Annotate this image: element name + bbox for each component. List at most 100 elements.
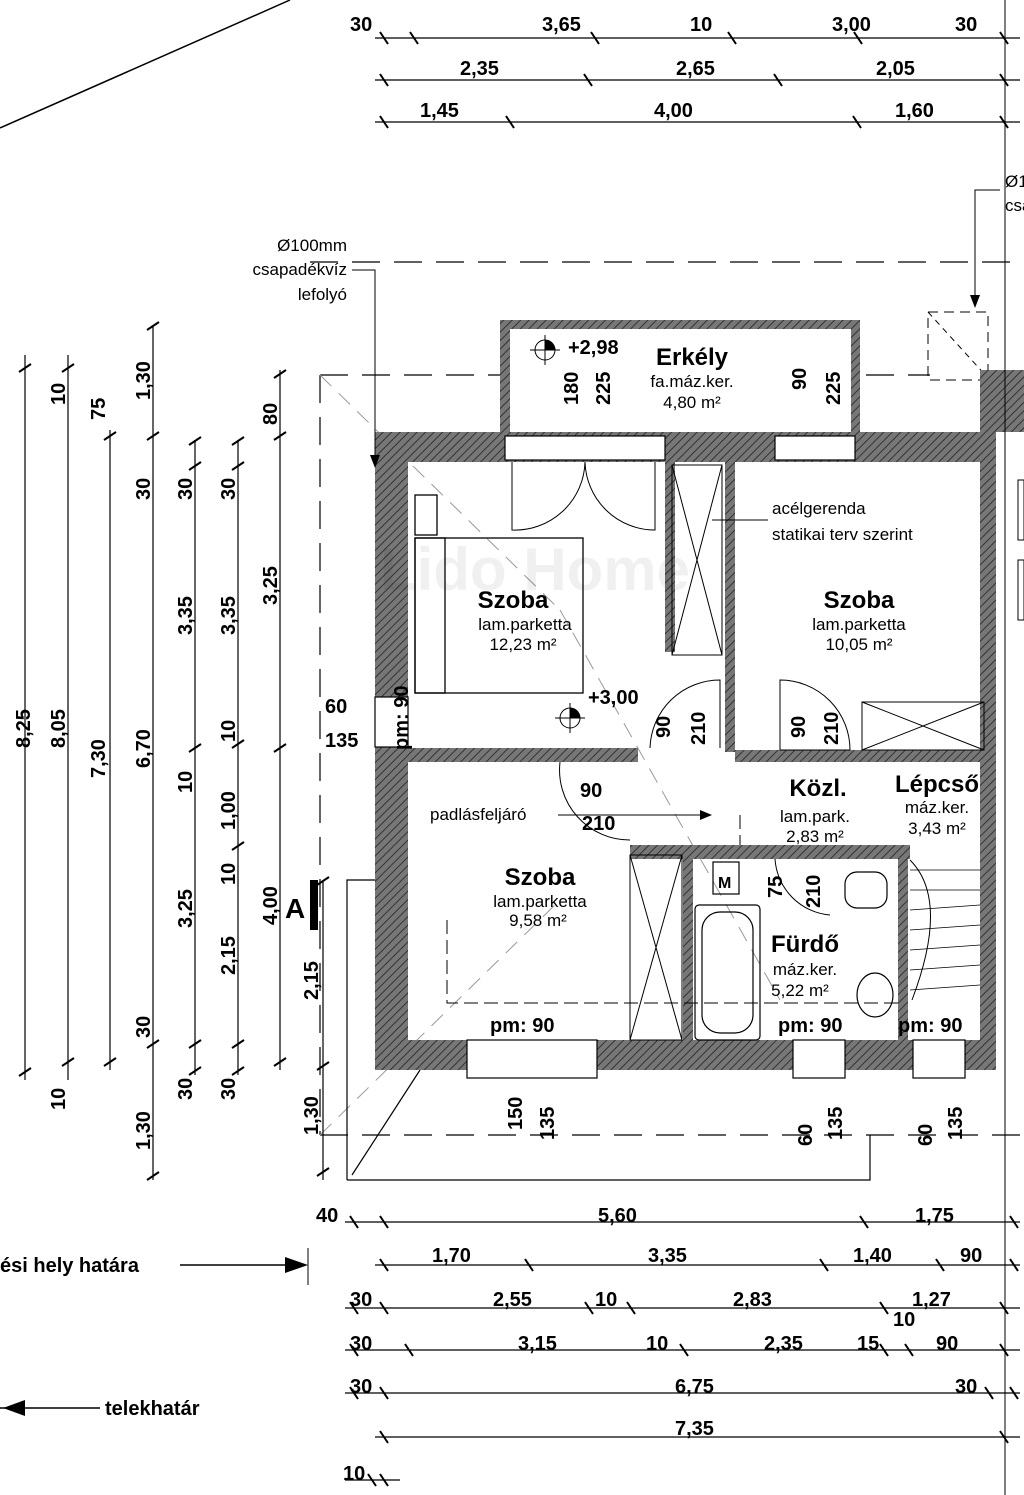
- opening-dim: pm: 90: [898, 1015, 962, 1037]
- dim-value: 10: [175, 771, 197, 793]
- terrace-outline: [346, 879, 871, 1181]
- beam-line-2: statikai terv szerint: [772, 525, 913, 544]
- opening-labels: 180 225 90 225 60 135 pm: 90 90 210 90 2…: [325, 368, 967, 1146]
- opening-dim: 135: [825, 1107, 847, 1140]
- opening-dim: 135: [537, 1107, 559, 1140]
- dim-value: 1,30: [301, 1096, 323, 1135]
- room-szoba-1: Szoba lam.parketta 12,23 m²: [478, 587, 573, 654]
- dim-value: 30: [218, 478, 240, 500]
- drain-note-right: Ø1 csa: [1005, 172, 1024, 215]
- opening-dim: 210: [582, 813, 615, 835]
- level-room: +3,00: [588, 687, 639, 709]
- dim-value: 7,35: [675, 1418, 714, 1440]
- room-name: Fürdő: [771, 931, 839, 958]
- room-area: 4,80 m²: [663, 393, 721, 412]
- opening-dim: 210: [821, 712, 843, 745]
- opening-dim: 75: [765, 876, 787, 898]
- drain-right-line-2: csa: [1005, 196, 1024, 215]
- room-surface: fa.máz.ker.: [650, 372, 733, 391]
- opening-dim: pm: 90: [778, 1015, 842, 1037]
- level-marker-balcony: +2,98: [530, 335, 619, 365]
- balcony: [500, 320, 860, 432]
- dim-value: 1,30: [133, 1111, 155, 1150]
- room-surface: lam.park.: [780, 807, 850, 826]
- dim-value: 3,00: [832, 14, 871, 36]
- opening-dim: 90: [789, 368, 811, 390]
- dim-value: 30: [175, 478, 197, 500]
- drain-line-3: lefolyó: [298, 285, 347, 304]
- opening-dim: 210: [688, 712, 710, 745]
- dim-value: 3,25: [175, 889, 197, 928]
- dim-value: 10: [343, 1463, 365, 1485]
- dim-value: 4,00: [654, 100, 693, 122]
- opening-dim: 135: [945, 1107, 967, 1140]
- door-swings: [511, 461, 851, 916]
- dim-ticks-horizontal: [349, 31, 1019, 1487]
- dim-value: 10: [646, 1333, 668, 1355]
- dim-value: 2,35: [460, 58, 499, 80]
- dim-text-top: 30 3,65 10 3,00 30 2,35 2,65 2,05 1,45 4…: [350, 14, 977, 122]
- dim-value: 30: [350, 1289, 372, 1311]
- plot-limit-label: telekhatár: [105, 1398, 200, 1420]
- room-surface: lam.parketta: [493, 892, 587, 911]
- dim-value: 30: [350, 1333, 372, 1355]
- opening-dim: pm: 90: [391, 686, 413, 750]
- drain-line-1: Ø100mm: [277, 236, 347, 255]
- opening-dim: 90: [653, 716, 675, 738]
- room-surface: máz.ker.: [773, 960, 837, 979]
- room-area: 3,43 m²: [908, 819, 966, 838]
- dim-value: 30: [955, 1376, 977, 1398]
- dim-value: 30: [218, 1078, 240, 1100]
- drain-right-line-1: Ø1: [1005, 172, 1024, 191]
- dim-value: 1,70: [432, 1245, 471, 1267]
- level-marker-room: +3,00: [555, 687, 639, 733]
- dim-value: 3,35: [175, 596, 197, 635]
- opening-dim: 90: [580, 780, 602, 802]
- dim-value: 75: [88, 398, 110, 420]
- dim-value: 10: [893, 1309, 915, 1331]
- dim-lines-horizontal: [345, 37, 1020, 1481]
- dim-value: 2,65: [676, 58, 715, 80]
- room-area: 12,23 m²: [489, 635, 556, 654]
- opening-dim: pm: 90: [490, 1015, 554, 1037]
- dim-value: 1,60: [895, 100, 934, 122]
- dim-value: 6,70: [133, 729, 155, 768]
- dim-lines-vertical: [24, 325, 324, 1180]
- dim-value: 8,05: [48, 709, 70, 748]
- room-erkely: Erkély fa.máz.ker. 4,80 m²: [650, 344, 733, 412]
- dim-value: 10: [690, 14, 712, 36]
- dim-value: 2,15: [301, 961, 323, 1000]
- dim-ticks-vertical: [18, 321, 330, 1181]
- dim-value: 1,45: [420, 100, 459, 122]
- room-name: Lépcső: [895, 771, 979, 798]
- opening-dim: 60: [795, 1124, 817, 1146]
- dim-value: 4,00: [260, 886, 282, 925]
- dim-value: 2,83: [733, 1289, 772, 1311]
- dim-value: 2,35: [764, 1333, 803, 1355]
- room-area: 2,83 m²: [786, 827, 844, 846]
- room-name: Közl.: [789, 775, 846, 802]
- dim-value: 30: [350, 1376, 372, 1398]
- building-limit-label: ési hely határa: [0, 1255, 140, 1277]
- opening-dim: 225: [593, 372, 615, 405]
- roof-diagonals: [319, 374, 781, 1136]
- dim-value: 10: [218, 720, 240, 742]
- room-lepcso: Lépcső máz.ker. 3,43 m²: [895, 771, 979, 838]
- watermark: Lido Home: [380, 536, 690, 603]
- opening-dim: 90: [788, 716, 810, 738]
- dim-value: 3,35: [648, 1245, 687, 1267]
- dim-value: 30: [133, 1016, 155, 1038]
- interior-walls: [408, 462, 990, 1040]
- opening-dim: 210: [803, 875, 825, 908]
- dim-value: 8,25: [13, 709, 35, 748]
- drain-leader: [352, 269, 376, 460]
- windows: [374, 435, 966, 1079]
- dim-value: 90: [936, 1333, 958, 1355]
- dim-value: 30: [955, 14, 977, 36]
- dim-value: 1,40: [853, 1245, 892, 1267]
- room-name: Szoba: [824, 587, 895, 614]
- opening-dim: 60: [915, 1124, 937, 1146]
- level-balcony: +2,98: [568, 337, 619, 359]
- room-area: 10,05 m²: [825, 635, 892, 654]
